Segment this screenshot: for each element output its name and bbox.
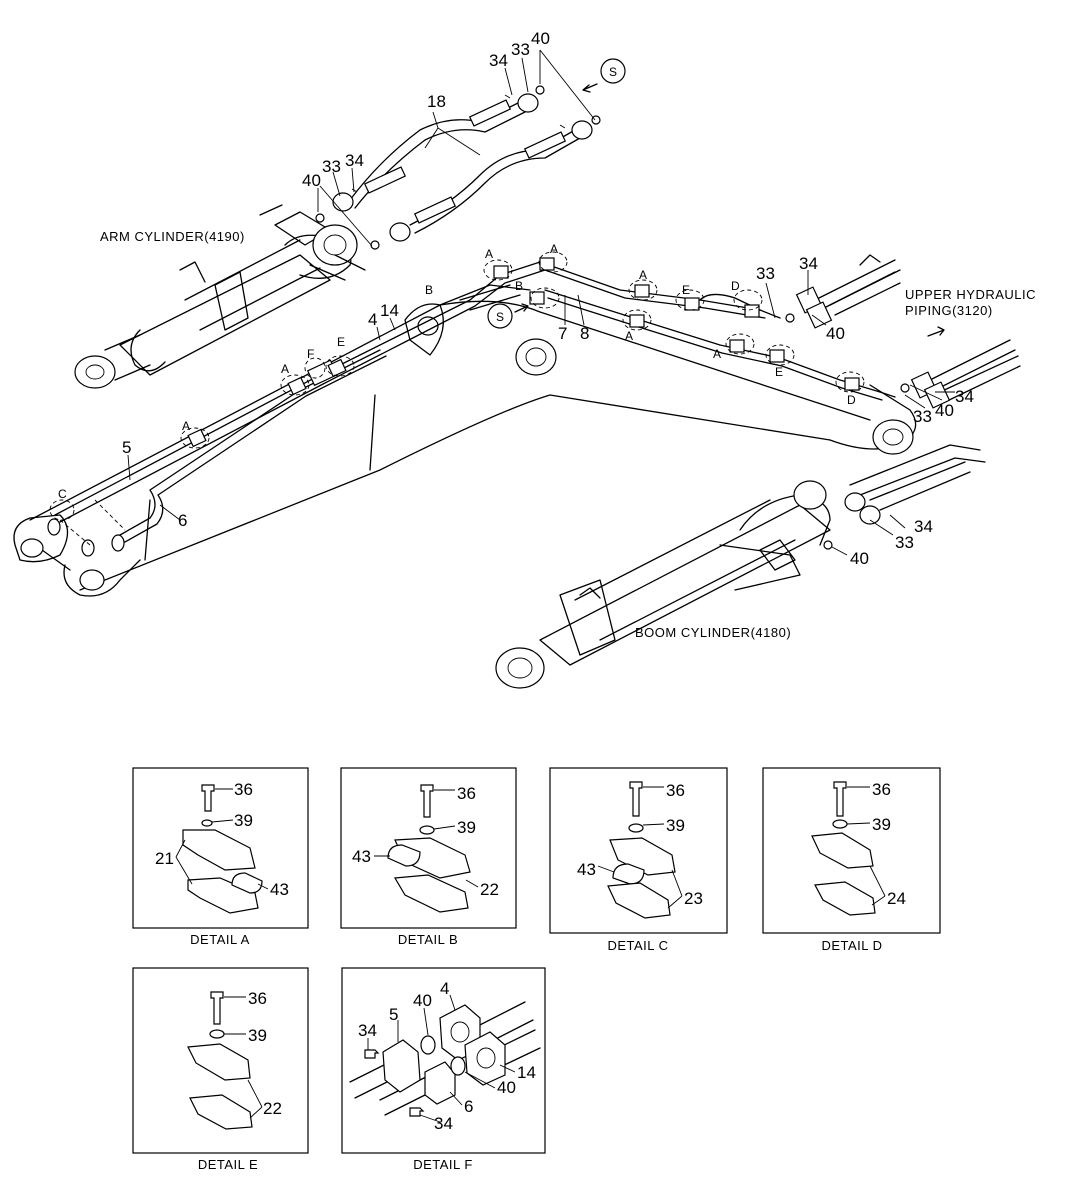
callout-34-upper: 34: [799, 254, 818, 273]
detail-c: 36 39 43 23 DETAIL C: [549, 767, 728, 953]
letter-a-4: A: [550, 242, 558, 256]
s-marker-top: [582, 58, 626, 93]
callout-40-arm: 40: [302, 171, 321, 190]
detail-f-label-6: 6: [464, 1097, 473, 1116]
detail-d-label-36: 36: [872, 780, 891, 799]
callout-33-right: 33: [913, 407, 932, 426]
callout-33-arm: 33: [322, 157, 341, 176]
s-marker-boom: [487, 303, 529, 329]
arm-cylinder: [74, 204, 366, 389]
letter-f: F: [307, 347, 314, 361]
letter-a-7: A: [713, 347, 721, 361]
detail-a: 36 39 21 43 DETAIL A: [132, 767, 309, 947]
letter-e-1: E: [337, 335, 345, 349]
upper-piping-connectors: [785, 254, 1021, 409]
letter-e-3: E: [775, 365, 783, 379]
s-marker-boom-letter: S: [496, 310, 504, 324]
detail-a-label-39: 39: [234, 811, 253, 830]
callout-40-top: 40: [531, 29, 550, 48]
letter-b-1: B: [425, 283, 433, 297]
leader-lines: [127, 49, 955, 556]
detail-a-label-43: 43: [270, 880, 289, 899]
detail-b-label-39: 39: [457, 818, 476, 837]
callout-34-arm: 34: [345, 151, 364, 170]
letter-c: C: [58, 487, 67, 501]
detail-d-label-39: 39: [872, 815, 891, 834]
callout-33-top: 33: [511, 40, 530, 59]
letter-a-1: A: [182, 419, 190, 433]
detail-c-label-36: 36: [666, 781, 685, 800]
detail-b-label-43: 43: [352, 847, 371, 866]
callout-34-right: 34: [955, 387, 974, 406]
arm-hoses: [315, 85, 601, 250]
letter-a-3: A: [485, 247, 493, 261]
detail-a-label-36: 36: [234, 780, 253, 799]
callout-18: 18: [427, 92, 446, 111]
letter-e-2: E: [682, 283, 690, 297]
detail-d: 36 39 24 DETAIL D: [762, 767, 941, 953]
detail-a-caption: DETAIL A: [190, 932, 250, 947]
boom-cylinder: [495, 444, 986, 689]
callout-8: 8: [580, 324, 589, 343]
callout-34-top: 34: [489, 51, 508, 70]
detail-e-label-39: 39: [248, 1026, 267, 1045]
callout-34-boom: 34: [914, 517, 933, 536]
boom-pipes: [47, 257, 896, 557]
letter-a-6: A: [625, 329, 633, 343]
callout-7: 7: [558, 324, 567, 343]
detail-b-label-22: 22: [480, 880, 499, 899]
upper-piping-label-line2: PIPING(3120): [905, 303, 993, 318]
callout-40-boom: 40: [850, 549, 869, 568]
detail-f-label-14: 14: [517, 1063, 536, 1082]
detail-a-label-21: 21: [155, 849, 174, 868]
callout-40-right: 40: [935, 401, 954, 420]
detail-f-caption: DETAIL F: [413, 1157, 473, 1172]
detail-b-caption: DETAIL B: [398, 932, 458, 947]
detail-e: 36 39 22 DETAIL E: [132, 967, 309, 1172]
s-marker-top-letter: S: [609, 65, 617, 79]
callout-14: 14: [380, 301, 399, 320]
upper-piping-arrow: [927, 326, 945, 337]
detail-f: 34 5 40 4 14 40 6 34 DETAIL F: [341, 967, 546, 1172]
callout-33-boom: 33: [895, 533, 914, 552]
detail-f-label-34-bottom: 34: [434, 1114, 453, 1133]
detail-c-label-23: 23: [684, 889, 703, 908]
letter-d-1: D: [731, 279, 740, 293]
callout-33-upper: 33: [756, 264, 775, 283]
detail-c-label-43: 43: [577, 860, 596, 879]
callout-4: 4: [368, 310, 377, 329]
callout-6: 6: [178, 511, 187, 530]
detail-e-label-22: 22: [263, 1099, 282, 1118]
detail-markers: [49, 251, 865, 546]
boom-body: [13, 284, 917, 597]
detail-d-caption: DETAIL D: [821, 938, 882, 953]
detail-c-label-39: 39: [666, 816, 685, 835]
detail-c-caption: DETAIL C: [607, 938, 668, 953]
letter-a-5: A: [639, 268, 647, 282]
arm-cylinder-label: ARM CYLINDER(4190): [100, 229, 245, 244]
detail-e-label-36: 36: [248, 989, 267, 1008]
detail-f-label-4: 4: [440, 979, 449, 998]
detail-e-caption: DETAIL E: [198, 1157, 258, 1172]
detail-d-label-24: 24: [887, 889, 906, 908]
detail-b: 36 39 43 22 DETAIL B: [340, 767, 517, 947]
upper-piping-label-line1: UPPER HYDRAULIC: [905, 287, 1036, 302]
detail-f-label-40-bottom: 40: [497, 1078, 516, 1097]
letter-b-2: B: [515, 279, 523, 293]
callout-40-upper: 40: [826, 324, 845, 343]
callout-5: 5: [122, 438, 131, 457]
detail-f-label-34-top: 34: [358, 1021, 377, 1040]
boom-cylinder-label: BOOM CYLINDER(4180): [635, 625, 791, 640]
detail-b-label-36: 36: [457, 784, 476, 803]
detail-f-label-40-top: 40: [413, 991, 432, 1010]
detail-f-label-5: 5: [389, 1005, 398, 1024]
letter-d-2: D: [847, 393, 856, 407]
letter-a-2: A: [281, 362, 289, 376]
